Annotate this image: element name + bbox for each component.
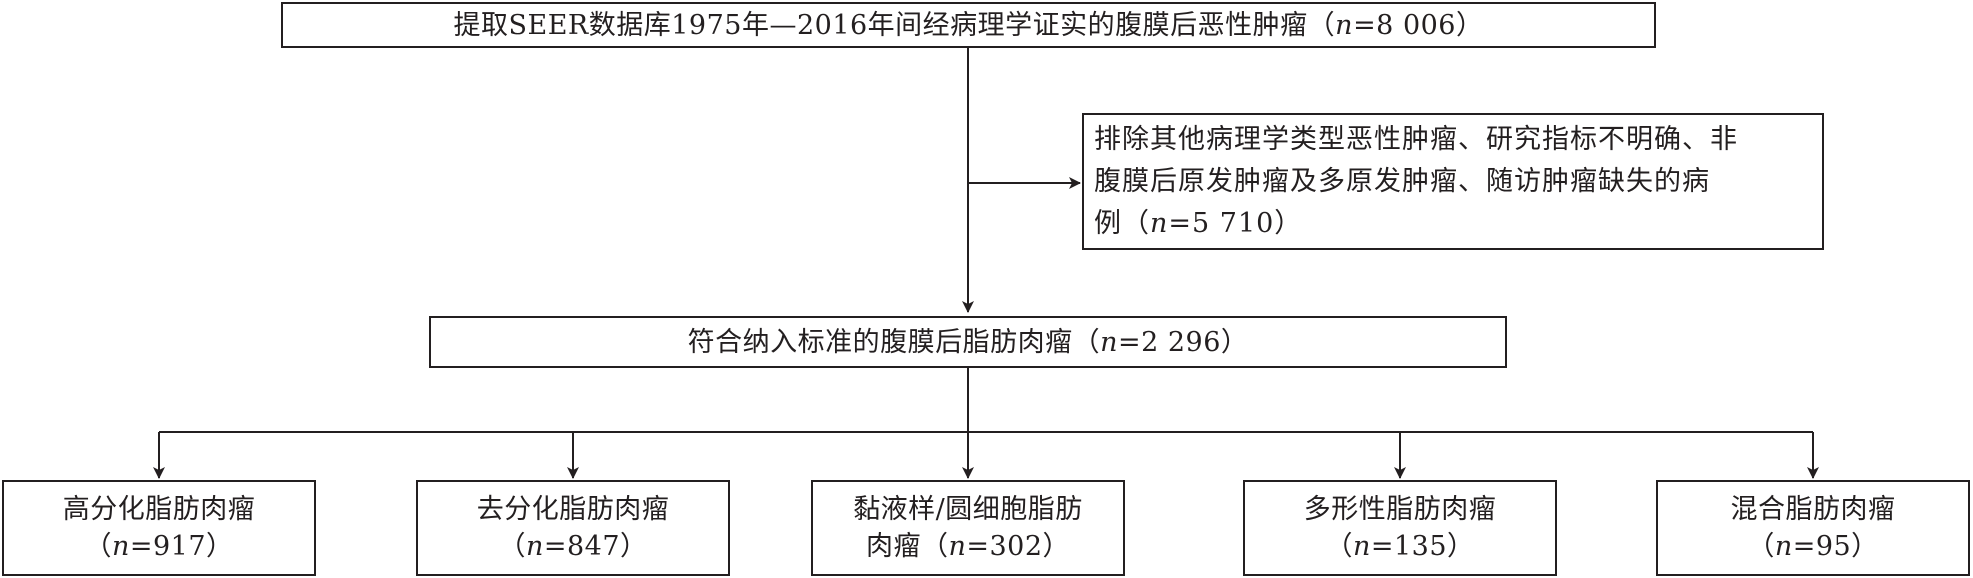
n-symbol: n [948, 531, 967, 562]
included-box: 符合纳入标准的腹膜后脂肪肉瘤（n=2 296） [429, 316, 1507, 368]
count-value: =917） [129, 531, 234, 562]
source-text: 提取SEER数据库1975年—2016年间经病理学证实的腹膜后恶性肿瘤（n=8 … [454, 7, 1484, 44]
subtype-box-mixed: 混合脂肪肉瘤 （n=95） [1656, 480, 1970, 576]
subtype-name: 黏液样/圆细胞脂肪 [853, 494, 1083, 525]
count-prefix: （ [1325, 531, 1353, 562]
subtype-name: 混合脂肪肉瘤 [1730, 494, 1896, 525]
count-value: =95） [1792, 531, 1879, 562]
n-symbol: n [1150, 207, 1169, 239]
subtype-box-dedifferentiated: 去分化脂肪肉瘤 （n=847） [416, 480, 730, 576]
n-symbol: n [1352, 531, 1371, 562]
subtype-count: （n=95） [1747, 528, 1878, 565]
exclusion-line-3: 例（n=5 710） [1094, 203, 1302, 245]
subtype-count: （n=135） [1325, 528, 1474, 565]
subtype-name: 去分化脂肪肉瘤 [476, 494, 670, 525]
subtype-box-myxoid-round-cell: 黏液样/圆细胞脂肪 肉瘤（n=302） [811, 480, 1125, 576]
subtype-count: （n=847） [498, 528, 647, 565]
n-symbol: n [1100, 326, 1118, 358]
n-symbol: n [1774, 531, 1793, 562]
included-text: 符合纳入标准的腹膜后脂肪肉瘤（n=2 296） [688, 324, 1249, 361]
subtype-count: 肉瘤（n=302） [866, 528, 1070, 565]
subtype-box-pleomorphic: 多形性脂肪肉瘤 （n=135） [1243, 480, 1557, 576]
n-symbol: n [1335, 9, 1354, 41]
subtype-name: 高分化脂肪肉瘤 [62, 494, 256, 525]
n-symbol: n [111, 531, 130, 562]
source-text-main: 提取SEER数据库1975年—2016年间经病理学证实的腹膜后恶性肿瘤（ [453, 9, 1336, 41]
exclusion-count: =5 710） [1168, 207, 1303, 239]
count-value: =135） [1370, 531, 1475, 562]
exclusion-line-1: 排除其他病理学类型恶性肿瘤、研究指标不明确、非 [1094, 123, 1738, 155]
subtype-count: （n=917） [84, 528, 233, 565]
subtype-box-well-differentiated: 高分化脂肪肉瘤 （n=917） [2, 480, 316, 576]
source-count: =8 006） [1353, 9, 1484, 41]
count-prefix: 肉瘤（ [865, 531, 949, 562]
count-prefix: （ [1747, 531, 1775, 562]
count-prefix: （ [84, 531, 112, 562]
exclusion-line-3-text: 例（ [1094, 207, 1150, 239]
exclusion-line-2: 腹膜后原发肿瘤及多原发肿瘤、随访肿瘤缺失的病 [1094, 165, 1710, 197]
included-count: =2 296） [1117, 326, 1249, 358]
source-box: 提取SEER数据库1975年—2016年间经病理学证实的腹膜后恶性肿瘤（n=8 … [281, 2, 1656, 48]
n-symbol: n [525, 531, 544, 562]
count-value: =302） [966, 531, 1071, 562]
included-text-main: 符合纳入标准的腹膜后脂肪肉瘤（ [687, 326, 1101, 358]
count-value: =847） [543, 531, 648, 562]
subtype-name: 多形性脂肪肉瘤 [1303, 494, 1497, 525]
exclusion-box: 排除其他病理学类型恶性肿瘤、研究指标不明确、非 腹膜后原发肿瘤及多原发肿瘤、随访… [1082, 113, 1824, 250]
count-prefix: （ [498, 531, 526, 562]
